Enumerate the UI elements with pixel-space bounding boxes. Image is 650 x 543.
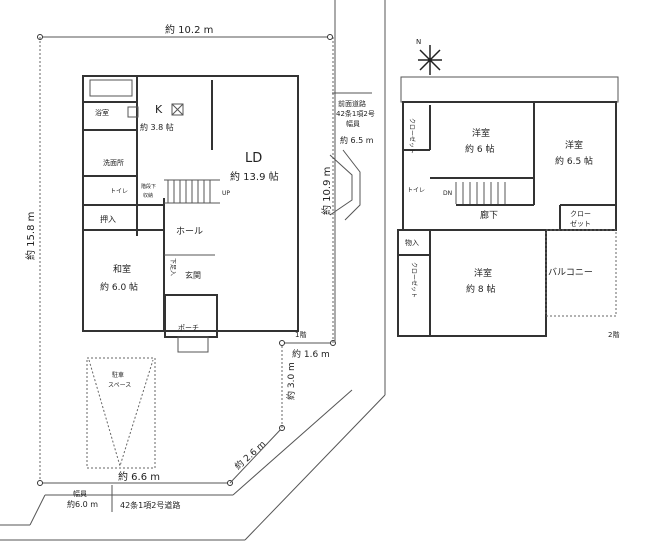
room-6-label: 洋室 — [472, 127, 490, 139]
bottom-road-width: 約6.0 m — [67, 499, 98, 509]
bottom-road-type: 42条1項2号道路 — [120, 500, 180, 510]
road-side-dimension: 約 10.9 m — [320, 167, 333, 215]
seg-2-6-dimension: 約 2.6 m — [232, 438, 268, 472]
svg-text:約 6.5 m: 約 6.5 m — [340, 135, 374, 145]
closet-e-label: クロー — [570, 210, 591, 218]
bath-label: 浴室 — [95, 108, 109, 117]
bottom-road-width-label: 幅員 — [73, 489, 87, 498]
seg-3-0-dimension: 約 3.0 m — [285, 362, 297, 400]
washroom-label: 洗面所 — [103, 158, 124, 167]
seg-6-6-dimension: 約 6.6 m — [118, 470, 160, 483]
toilet-2f-label: トイレ — [407, 187, 425, 194]
ld-size: 約 13.9 帖 — [230, 170, 279, 183]
entrance-label: 玄関 — [185, 270, 201, 280]
svg-text:42条1項2号: 42条1項2号 — [336, 109, 375, 118]
room-6-size: 約 6 帖 — [465, 143, 494, 155]
room-6-5-label: 洋室 — [565, 139, 583, 151]
porch-label: ポーチ — [178, 324, 199, 332]
floor2-plan: クローゼット 洋室 約 6 帖 洋室 約 6.5 帖 トイレ DN 廊下 クロー… — [397, 76, 619, 339]
room-6-5-size: 約 6.5 帖 — [555, 155, 593, 167]
dn-label: DN — [443, 190, 452, 197]
svg-text:ゼット: ゼット — [570, 219, 591, 228]
hall-label: ホール — [176, 226, 203, 237]
depth-left-dimension: 約 15.8 m — [24, 212, 37, 260]
closet-nw-label: クローゼット — [408, 118, 416, 154]
seg-1-6-dimension: 約 1.6 m — [292, 348, 330, 360]
svg-text:幅員: 幅員 — [346, 119, 360, 128]
toilet-label: トイレ — [110, 188, 128, 195]
north-compass-icon: N — [416, 38, 442, 75]
storage-2f-label: 物入 — [405, 238, 419, 247]
corridor-label: 廊下 — [480, 209, 498, 221]
washitsu-size: 約 6.0 帖 — [100, 281, 138, 293]
svg-text:スペース: スペース — [108, 382, 131, 389]
ld-label: LD — [245, 151, 262, 166]
svg-text:N: N — [416, 38, 421, 46]
up-label: UP — [222, 190, 230, 197]
washitsu-label: 和室 — [113, 263, 131, 275]
svg-text:駐車: 駐車 — [112, 371, 124, 379]
shoe-storage-label: 下足入 — [169, 258, 176, 276]
balcony-label: バルコニー — [548, 267, 593, 278]
front-road-label: 前面道路 42条1項2号 幅員 約 6.5 m — [336, 99, 375, 145]
svg-text:前面道路: 前面道路 — [338, 99, 366, 108]
width-top-dimension: 約 10.2 m — [165, 23, 213, 36]
closet-sw-label: クローゼット — [410, 262, 418, 298]
floor1-label: 1階 — [295, 330, 306, 339]
svg-text:収納: 収納 — [143, 192, 153, 199]
oshiire-label: 押入 — [100, 214, 116, 224]
room-8-size: 約 8 帖 — [466, 283, 495, 295]
floor1-plan: 浴室 K 約 3.8 帖 洗面所 トイレ 階段下 収納 UP 押入 和室 約 6… — [82, 75, 306, 353]
under-stair-storage-label: 階段下 — [141, 183, 156, 190]
room-8-label: 洋室 — [474, 267, 492, 279]
parking-space: 駐車 スペース — [86, 357, 156, 469]
kitchen-size: 約 3.8 帖 — [140, 122, 174, 132]
site-boundary — [0, 0, 386, 541]
kitchen-label: K — [155, 103, 163, 116]
floor2-label: 2階 — [608, 330, 619, 339]
